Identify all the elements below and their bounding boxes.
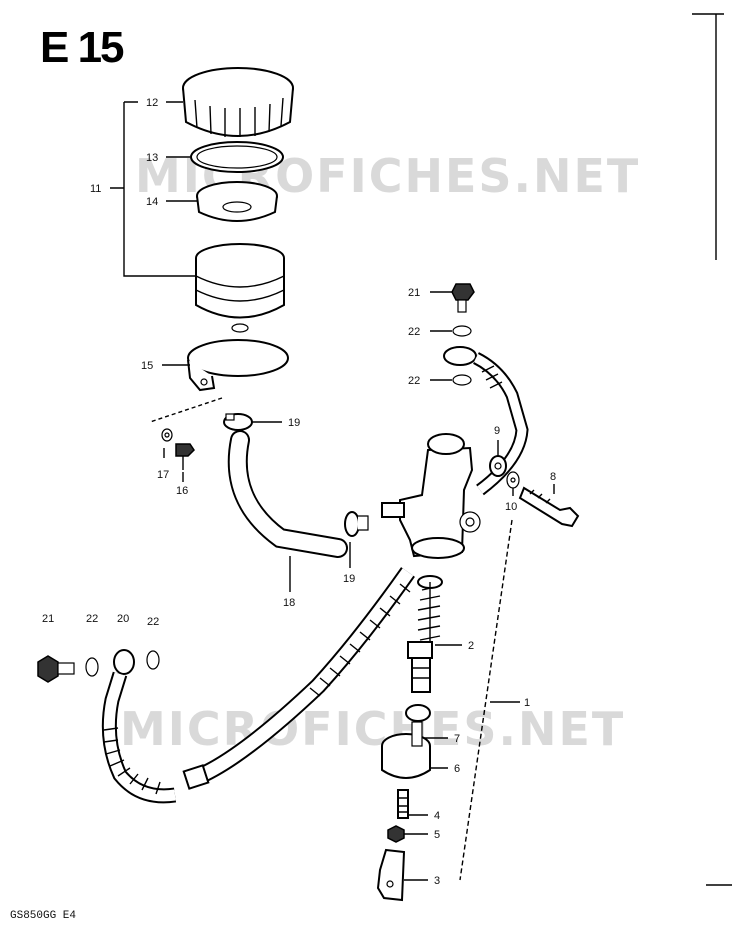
callout-13: 13	[146, 152, 158, 164]
callout-21-lower: 21	[42, 613, 54, 625]
clamp-screw-and-washer	[161, 428, 195, 470]
upper-washer-b	[452, 374, 472, 386]
reservoir-body	[195, 243, 285, 333]
pushrod-parts-6-7	[381, 704, 431, 779]
reservoir-hose	[227, 430, 348, 558]
master-cylinder-body	[381, 433, 481, 559]
callout-6: 6	[454, 763, 460, 775]
callout-11: 11	[90, 183, 101, 195]
mounting-washer-9	[489, 455, 507, 477]
watermark-bottom: MICROFICHES.NET	[120, 702, 625, 756]
lower-left-banjo-bolt	[37, 655, 75, 683]
lower-left-washer-a	[85, 657, 99, 677]
upper-banjo-bolt	[451, 283, 475, 313]
diagram-code: E 15	[40, 23, 124, 72]
lower-left-washer-b	[146, 650, 160, 670]
callout-labels: 12 13 11 14 15 19 17 16 18 19 21 22 22 9…	[42, 97, 556, 887]
reservoir-cap	[182, 67, 294, 137]
upper-washer-a	[452, 325, 472, 337]
callout-19-upper: 19	[288, 417, 300, 429]
hose-clip-lower	[344, 511, 369, 537]
pushrod-4	[397, 789, 409, 819]
callout-20: 20	[117, 613, 129, 625]
callout-22-lower-b: 22	[147, 616, 159, 628]
callout-8: 8	[550, 471, 556, 483]
leader-lines	[110, 101, 555, 881]
callout-22-upper-b: 22	[408, 375, 420, 387]
callout-17: 17	[157, 469, 169, 481]
locknut-5	[387, 825, 405, 843]
reservoir-diaphragm-ring	[190, 141, 284, 173]
callout-3: 3	[434, 875, 440, 887]
mounting-washer-10	[506, 471, 520, 489]
callout-16: 16	[176, 485, 188, 497]
piston-assembly-2	[407, 641, 433, 693]
callout-15: 15	[141, 360, 153, 372]
callout-19-lower: 19	[343, 573, 355, 585]
callout-2: 2	[468, 640, 474, 652]
mounting-bolt-8	[518, 486, 580, 528]
callout-22-lower-a: 22	[86, 613, 98, 625]
callout-5: 5	[434, 829, 440, 841]
reservoir-plate	[196, 181, 278, 222]
reference-line-master-cylinder	[459, 519, 513, 881]
clevis-3	[376, 848, 406, 902]
callout-12: 12	[146, 97, 158, 109]
model-code: GS850GG E4	[10, 910, 76, 922]
callout-14: 14	[146, 196, 158, 208]
lower-left-brake-hose	[101, 649, 177, 804]
lower-brake-hose	[182, 567, 415, 790]
callout-7: 7	[454, 733, 460, 745]
hose-clip-upper	[223, 413, 253, 431]
callout-9: 9	[494, 425, 500, 437]
right-edge-marks	[692, 13, 732, 886]
boot-spring	[417, 575, 443, 645]
callout-1: 1	[524, 697, 530, 709]
callout-22-upper-a: 22	[408, 326, 420, 338]
callout-21-upper: 21	[408, 287, 420, 299]
callout-4: 4	[434, 810, 440, 822]
reservoir-clamp	[187, 339, 289, 392]
callout-18: 18	[283, 597, 295, 609]
reference-line-clamp	[149, 397, 223, 423]
callout-10: 10	[505, 501, 517, 513]
